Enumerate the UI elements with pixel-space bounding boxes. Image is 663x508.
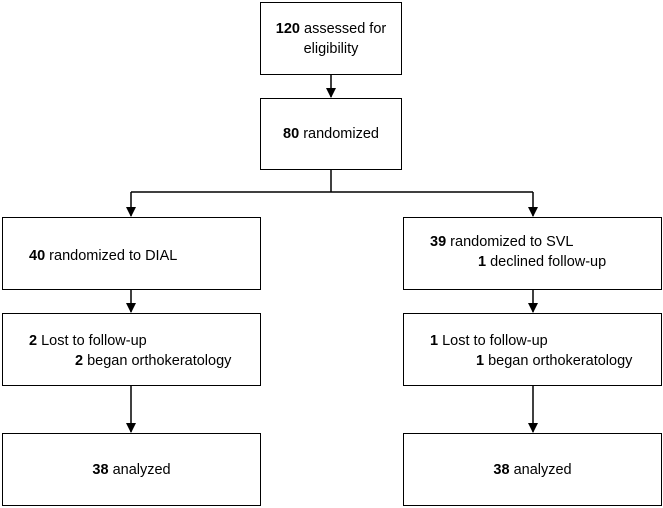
svl-lost-box: 1 Lost to follow-up 1 began orthokeratol… (403, 313, 662, 386)
assessed-count: 120 (275, 21, 300, 37)
svl-analyzed-count: 38 (493, 462, 510, 478)
assessed-text-2: eligibility (303, 41, 359, 57)
svl-ortho-text: began orthokeratology (488, 353, 633, 369)
dial-box: 40 randomized to DIAL (2, 217, 261, 290)
svl-analyzed-box: 38 analyzed (403, 433, 662, 506)
dial-ortho-count: 2 (75, 353, 84, 369)
randomized-box: 80 randomized (260, 98, 402, 170)
svl-ortho-count: 1 (476, 353, 485, 369)
assessed-box: 120 assessed for eligibility (260, 2, 402, 75)
randomized-text: randomized (303, 126, 379, 142)
assessed-text: assessed for (304, 21, 387, 37)
dial-analyzed-box: 38 analyzed (2, 433, 261, 506)
svl-lost-text: Lost to follow-up (442, 333, 548, 349)
svl-analyzed-text: analyzed (513, 462, 572, 478)
dial-lost-text: Lost to follow-up (41, 333, 147, 349)
dial-lost-count: 2 (29, 333, 38, 349)
dial-analyzed-count: 38 (92, 462, 109, 478)
dial-lost-box: 2 Lost to follow-up 2 began orthokeratol… (2, 313, 261, 386)
svl-declined-text: declined follow-up (490, 254, 607, 270)
randomized-count: 80 (283, 126, 300, 142)
svl-text: randomized to SVL (450, 234, 574, 250)
svl-declined-count: 1 (478, 254, 487, 270)
dial-analyzed-text: analyzed (112, 462, 171, 478)
dial-text: randomized to DIAL (49, 248, 178, 264)
svl-lost-count: 1 (430, 333, 439, 349)
dial-count: 40 (29, 248, 46, 264)
dial-ortho-text: began orthokeratology (87, 353, 232, 369)
svl-box: 39 randomized to SVL 1 declined follow-u… (403, 217, 662, 290)
svl-count: 39 (430, 234, 447, 250)
